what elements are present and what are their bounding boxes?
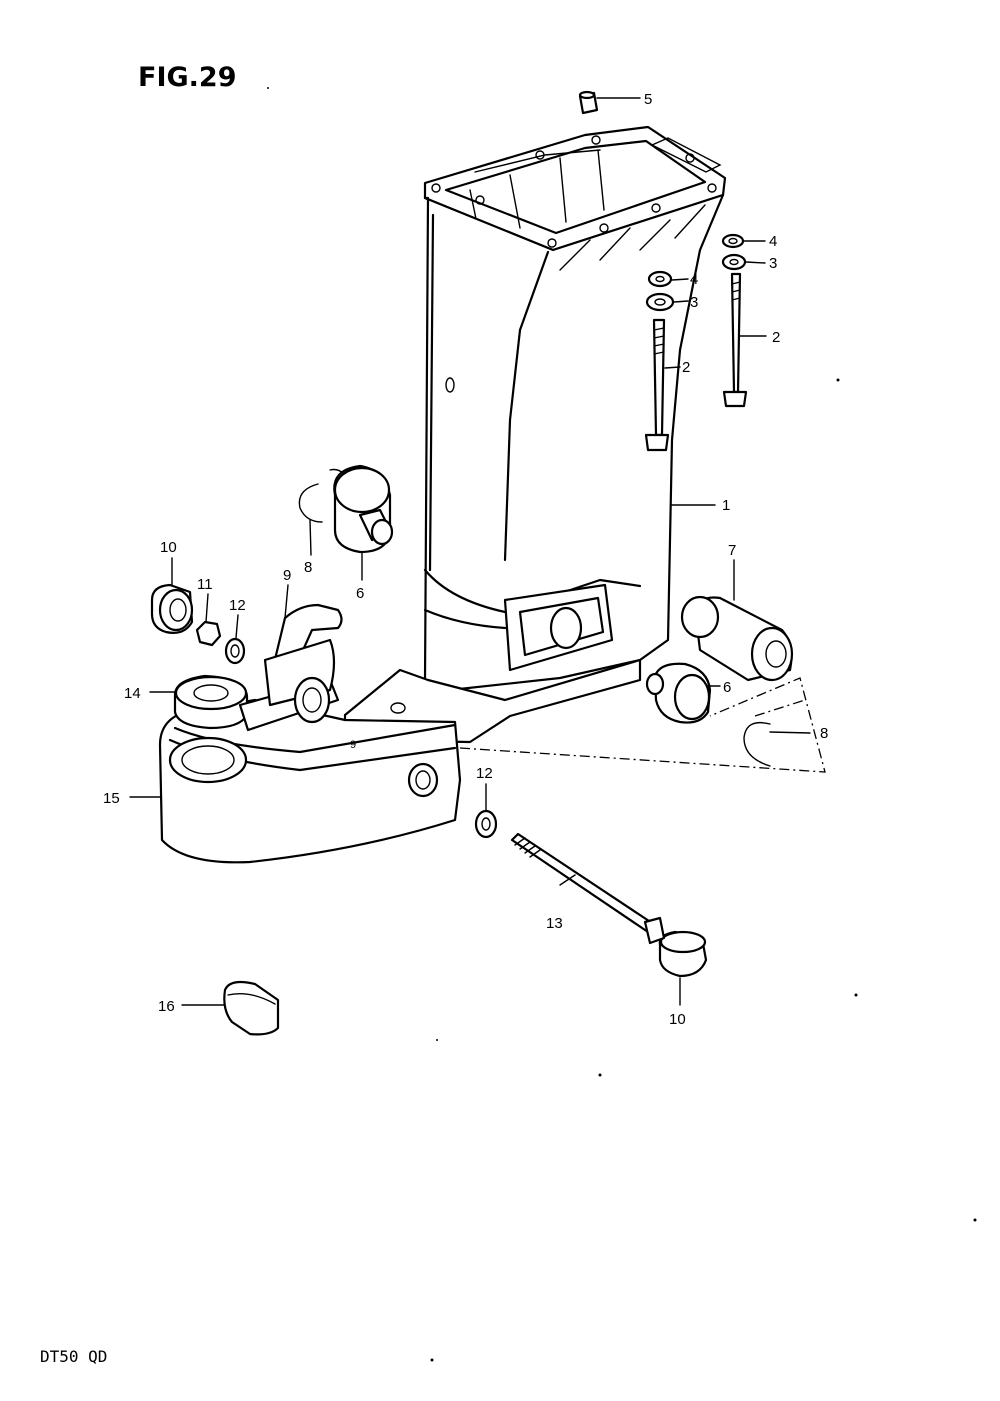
rubber-pad: [223, 980, 280, 1036]
scan-specks: [267, 87, 977, 1362]
washer-3-front: [645, 292, 675, 312]
washer-lower: [474, 809, 498, 839]
leader-lines: [129, 97, 811, 1006]
svg-text:9: 9: [350, 739, 356, 751]
snap-ring-lower: [743, 721, 771, 767]
callout-label: 2: [682, 359, 690, 376]
reference-lines: [459, 677, 826, 773]
bolt-rear: [722, 272, 748, 408]
callout-label: 2: [772, 329, 780, 346]
callout-label: 16: [158, 998, 175, 1015]
rubber-mount-upper: [333, 464, 394, 554]
model-code: DT50 QD: [40, 1347, 107, 1366]
snap-ring-upper: [298, 468, 345, 523]
figure-title: FIG.29: [138, 62, 236, 93]
callout-label: 8: [820, 725, 828, 742]
callouts: 1 2 2 3 3 4 4 5 6 6 7 8 8 9 10 10 11 12 …: [103, 91, 828, 1028]
callout-label: 4: [690, 271, 698, 288]
drive-shaft-housing: [343, 125, 727, 744]
lock-washer-4-front: [647, 270, 673, 288]
callout-label: 8: [304, 559, 312, 576]
lock-washer-4-rear: [721, 233, 745, 249]
washer-left: [224, 637, 246, 665]
rubber-mount-lower: [645, 662, 712, 724]
mount-collar: [173, 674, 249, 730]
callout-label: 3: [690, 294, 698, 311]
callout-label: 10: [160, 539, 177, 556]
callout-label: 1: [722, 497, 730, 514]
callout-label: 12: [476, 765, 493, 782]
callout-label: 14: [124, 685, 141, 702]
lower-mount-case: 9: [158, 698, 462, 864]
callout-label: 7: [728, 542, 736, 559]
callout-label: 15: [103, 790, 120, 807]
through-bolt: [510, 832, 666, 945]
nut: [195, 620, 222, 647]
callout-label: 4: [769, 233, 777, 250]
rubber-bushing: [680, 595, 794, 682]
callout-label: 12: [229, 597, 246, 614]
bolt-front: [644, 318, 670, 452]
callout-label: 6: [356, 585, 364, 602]
callout-label: 13: [546, 915, 563, 932]
lock-lever: [238, 603, 343, 732]
washer-3-rear: [721, 253, 747, 271]
callout-label: 11: [197, 576, 213, 593]
cap-lower: [658, 930, 708, 978]
cap-left: [150, 583, 194, 634]
callout-label: 5: [644, 91, 652, 108]
callout-label: 6: [723, 679, 731, 696]
dowel-pin: [578, 90, 599, 115]
callout-label: 3: [769, 255, 777, 272]
callout-label: 10: [669, 1011, 686, 1028]
callout-label: 9: [283, 567, 291, 584]
